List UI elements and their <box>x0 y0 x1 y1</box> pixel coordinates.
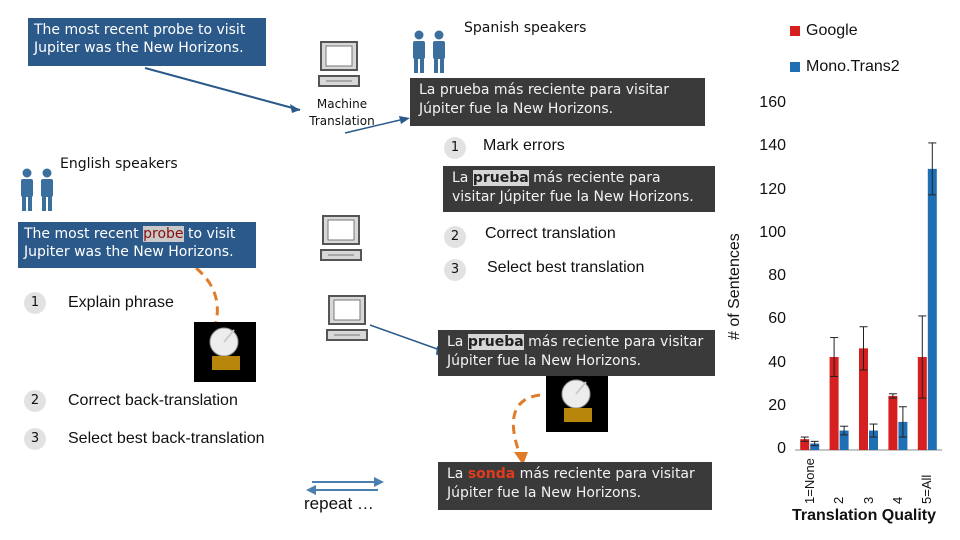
y-tick-100: 100 <box>759 223 786 241</box>
error-bar-google-2 <box>859 326 868 371</box>
legend-google: Google <box>790 22 858 40</box>
legend-mono: Mono.Trans2 <box>790 58 900 76</box>
step-correct-translation-label: Correct translation <box>485 225 616 242</box>
x-tick-1: 2 <box>831 496 847 504</box>
y-tick-120: 120 <box>759 180 786 198</box>
step-correct-back-translation-label: Correct back-translation <box>68 392 238 409</box>
english-speakers-icon <box>16 168 58 217</box>
machine-translation-label: Machine Translation <box>309 97 375 128</box>
bar-mono-0 <box>810 443 820 450</box>
computer-icon <box>318 40 360 95</box>
error-bar-google-3 <box>888 393 897 399</box>
x-tick-2: 3 <box>860 496 876 504</box>
backtranslation-box: The most recent probe to visit Jupiter w… <box>18 222 256 268</box>
error-bar-mono-1 <box>840 425 849 436</box>
bar-google-3 <box>888 395 898 450</box>
error-bar-mono-4 <box>928 142 937 196</box>
spanish-speakers-label: Spanish speakers <box>464 20 587 36</box>
step-select-best-translation-number: 3 <box>444 259 466 281</box>
error-bar-mono-0 <box>810 440 819 447</box>
repeat-label: repeat … <box>304 494 374 513</box>
computer-icon <box>326 294 368 349</box>
computer-icon <box>320 214 362 269</box>
y-tick-80: 80 <box>768 267 786 284</box>
source-sentence-text: The most recent probe to visit Jupiter w… <box>34 22 246 56</box>
spacecraft-image <box>546 374 608 432</box>
step-explain-phrase-number: 1 <box>24 292 46 314</box>
y-tick-160: 160 <box>759 94 786 111</box>
source-sentence-box: The most recent probe to visit Jupiter w… <box>28 18 266 66</box>
y-tick-60: 60 <box>768 310 786 328</box>
x-tick-0: 1=None <box>801 458 817 504</box>
marked-translation-box: La prueba más reciente para visitar Júpi… <box>443 166 715 212</box>
translation-text: La prueba más reciente para visitar Júpi… <box>419 82 669 117</box>
step-mark-errors-number: 1 <box>444 137 466 159</box>
error-bar-google-4 <box>918 315 927 399</box>
step-correct-translation-number: 2 <box>444 226 466 248</box>
step-correct-back-translation-number: 2 <box>24 390 46 412</box>
marked-error-word: prueba <box>472 170 529 186</box>
bar-google-2 <box>859 348 868 450</box>
bar-google-0 <box>800 439 810 450</box>
y-tick-0: 0 <box>777 440 786 457</box>
bar-google-4 <box>917 357 927 450</box>
x-tick-4: 5=All <box>919 474 935 504</box>
step-select-best-translation-label: Select best translation <box>487 259 645 276</box>
translation-box: La prueba más reciente para visitar Júpi… <box>410 78 705 126</box>
bar-google-1 <box>829 357 839 450</box>
error-bar-google-1 <box>830 337 839 377</box>
backtranslation-error-word: probe <box>143 226 184 242</box>
x-tick-3: 4 <box>889 496 905 504</box>
step-explain-phrase-label: Explain phrase <box>68 294 174 311</box>
y-tick-140: 140 <box>759 137 786 155</box>
marked-translation-box-2: La prueba más reciente para visitar Júpi… <box>438 330 715 376</box>
error-bar-mono-3 <box>898 406 907 438</box>
y-tick-20: 20 <box>768 396 786 414</box>
spanish-speakers-icon <box>408 30 450 79</box>
corrected-word: sonda <box>467 466 516 482</box>
legend-google-swatch <box>790 25 800 36</box>
error-bar-google-0 <box>800 436 809 442</box>
bar-mono-2 <box>869 430 878 450</box>
corrected-translation-box: La sonda más reciente para visitar Júpit… <box>438 462 712 510</box>
x-axis-label: Translation Quality <box>792 507 937 524</box>
step-mark-errors-label: Mark errors <box>483 137 565 154</box>
legend-mono-swatch <box>790 61 800 72</box>
marked-error-word: prueba <box>467 334 524 350</box>
bar-mono-1 <box>839 430 849 450</box>
step-select-best-back-translation-number: 3 <box>24 428 46 450</box>
spacecraft-image <box>194 322 256 382</box>
step-select-best-back-translation-label: Select best back-translation <box>68 430 265 447</box>
english-speakers-label: English speakers <box>60 156 178 172</box>
bar-mono-4 <box>927 168 937 450</box>
y-tick-40: 40 <box>768 353 786 371</box>
error-bar-mono-2 <box>869 423 878 438</box>
